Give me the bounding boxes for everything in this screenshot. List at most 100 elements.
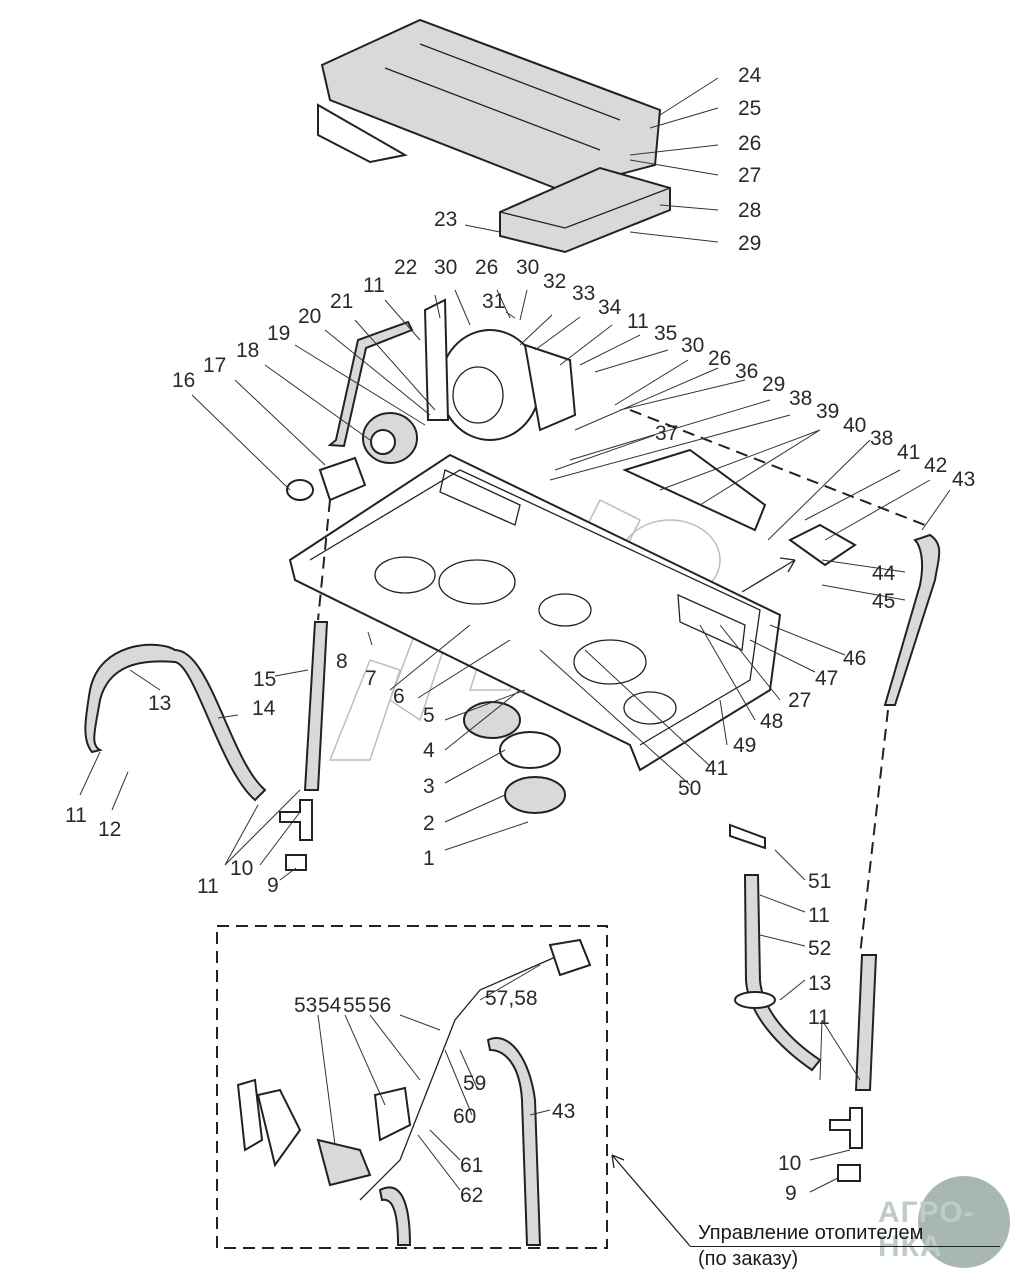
callout-13b: 13 — [808, 972, 831, 995]
grille-parts — [463, 701, 566, 814]
nut-9 — [285, 854, 307, 871]
callout-27b: 27 — [788, 689, 811, 712]
callout-11e: 11 — [808, 904, 830, 927]
callout-11c: 11 — [363, 274, 385, 297]
callout-52: 52 — [808, 937, 831, 960]
callout-10: 10 — [230, 857, 253, 880]
callout-20: 20 — [298, 305, 321, 328]
hose-upper — [327, 320, 414, 448]
callout-61: 61 — [460, 1154, 483, 1177]
callout-49: 49 — [733, 734, 756, 757]
callout-29: 29 — [738, 232, 761, 255]
callout-12: 12 — [98, 818, 121, 841]
filter-cassette — [499, 166, 671, 254]
direction-arrow — [741, 557, 796, 593]
callout-53: 53 — [294, 994, 317, 1017]
callout-62: 62 — [460, 1184, 483, 1207]
callout-4: 4 — [423, 739, 435, 762]
tee-fitting-10 — [279, 799, 313, 841]
callout-40: 40 — [843, 414, 866, 437]
callout-44: 44 — [872, 562, 896, 585]
callout-9: 9 — [267, 874, 279, 897]
callout-38: 38 — [789, 387, 812, 410]
callout-3: 3 — [423, 775, 435, 798]
site-logo: АГРО-НКА — [878, 1176, 1010, 1268]
callout-37: 37 — [655, 422, 678, 445]
leader-lines — [79, 77, 951, 1193]
callout-11d: 11 — [627, 310, 649, 333]
hose-14 — [84, 643, 267, 802]
callout-30c: 30 — [681, 334, 704, 357]
callout-26b: 26 — [475, 256, 498, 279]
nut-9b — [837, 1164, 861, 1182]
callout-28: 28 — [738, 199, 761, 222]
callout-36: 36 — [735, 360, 758, 383]
callout-15: 15 — [253, 668, 276, 691]
callout-59: 59 — [463, 1072, 486, 1095]
callout-21: 21 — [330, 290, 353, 313]
callout-31: 31 — [482, 290, 505, 313]
callout-2: 2 — [423, 812, 435, 835]
callout-26: 26 — [738, 132, 761, 155]
callout-13: 13 — [148, 692, 171, 715]
callout-14: 14 — [252, 697, 276, 720]
callout-41: 41 — [897, 441, 920, 464]
callout-26c: 26 — [708, 347, 731, 370]
callout-29b: 29 — [762, 373, 785, 396]
callout-8: 8 — [336, 650, 348, 673]
fan-housing — [423, 298, 577, 441]
callout-42: 42 — [924, 454, 947, 477]
callout-45: 45 — [872, 590, 895, 613]
inset-parts — [236, 938, 592, 1246]
callout-43b: 43 — [552, 1100, 575, 1123]
base-plate — [288, 448, 782, 772]
callout-25: 25 — [738, 97, 761, 120]
callout-11: 11 — [65, 804, 87, 827]
tube-15 — [303, 621, 329, 791]
inset-frame — [216, 925, 608, 1249]
callout-57-58: 57,58 — [485, 987, 538, 1010]
callout-1: 1 — [423, 847, 435, 870]
hose-43 — [883, 533, 941, 706]
clamp-13 — [734, 991, 776, 1009]
callout-55: 55 — [343, 994, 366, 1017]
callout-54: 54 — [318, 994, 342, 1017]
callouts: 1 2 3 4 5 6 7 8 9 10 11 12 13 14 15 11 1… — [65, 64, 975, 1207]
callout-7: 7 — [365, 667, 377, 690]
callout-19: 19 — [267, 322, 290, 345]
callout-47: 47 — [815, 667, 838, 690]
callout-32: 32 — [543, 270, 566, 293]
callout-11f: 11 — [808, 1006, 830, 1029]
callout-51: 51 — [808, 870, 831, 893]
callout-22: 22 — [394, 256, 417, 279]
tube-right — [854, 954, 878, 1091]
tee-fitting-10b — [829, 1107, 863, 1149]
callout-48: 48 — [760, 710, 783, 733]
callout-35: 35 — [654, 322, 677, 345]
fan-motor — [286, 412, 418, 502]
dashed-path-left — [317, 499, 331, 621]
heater-cover — [317, 18, 662, 192]
callout-43: 43 — [952, 468, 975, 491]
callout-41b: 41 — [705, 757, 728, 780]
callout-50: 50 — [678, 777, 701, 800]
callout-30: 30 — [434, 256, 457, 279]
callout-39: 39 — [816, 400, 839, 423]
callout-23: 23 — [434, 208, 457, 231]
callout-16: 16 — [172, 369, 195, 392]
callout-56: 56 — [368, 994, 391, 1017]
callout-9b: 9 — [785, 1182, 797, 1205]
dashed-path-right — [629, 409, 926, 956]
callout-11b: 11 — [197, 875, 219, 898]
callout-34: 34 — [598, 296, 622, 319]
callout-33: 33 — [572, 282, 595, 305]
callout-38b: 38 — [870, 427, 893, 450]
callout-18: 18 — [236, 339, 259, 362]
valve-51 — [729, 823, 766, 850]
callout-30b: 30 — [516, 256, 539, 279]
callout-27: 27 — [738, 164, 761, 187]
callout-46: 46 — [843, 647, 866, 670]
callout-24: 24 — [738, 64, 762, 87]
